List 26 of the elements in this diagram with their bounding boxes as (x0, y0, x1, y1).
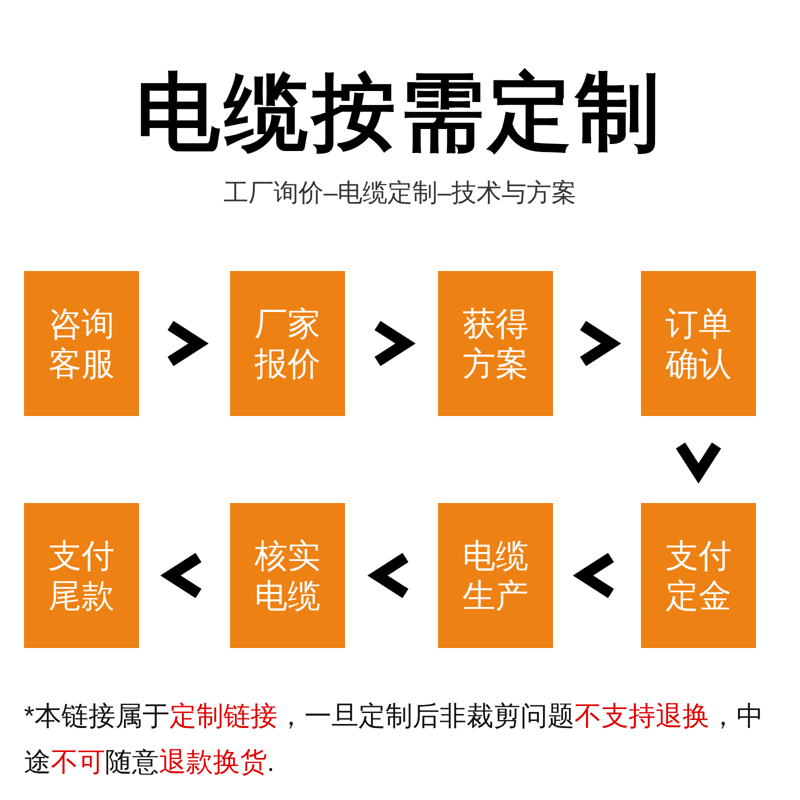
chevron-arrow (367, 552, 408, 598)
footnote: *本链接属于定制链接，一旦定制后非裁剪问题不支持退换，中途不可随意退款换货. (24, 700, 765, 779)
step-box (230, 271, 345, 416)
step-box (438, 271, 553, 416)
step-box (24, 503, 139, 648)
chevron-arrow (168, 320, 209, 366)
step-text: 支付尾款 (48, 536, 116, 616)
subtitle: 工厂询价–电缆定制–技术与方案 (224, 178, 576, 209)
step-text: 获得方案 (462, 304, 530, 384)
step-box (438, 503, 553, 648)
chevron-arrow (160, 552, 202, 598)
step-text: 核实电缆 (254, 536, 322, 616)
step-text: 咨询客服 (48, 304, 116, 384)
step-text: 电缆生产 (462, 536, 530, 616)
chevron-arrow (374, 320, 416, 366)
step-text: 订单确认 (664, 304, 732, 384)
title: 电缆按需定制 (136, 62, 664, 162)
step-box (230, 503, 345, 648)
step-text: 支付定金 (664, 536, 732, 616)
step-text: 厂家报价 (254, 304, 322, 384)
step-box (641, 271, 756, 416)
chevron-arrow (572, 552, 614, 598)
chevron-arrow (676, 442, 722, 484)
step-box (24, 271, 139, 416)
step-box (641, 503, 756, 648)
chevron-arrow (580, 320, 622, 366)
